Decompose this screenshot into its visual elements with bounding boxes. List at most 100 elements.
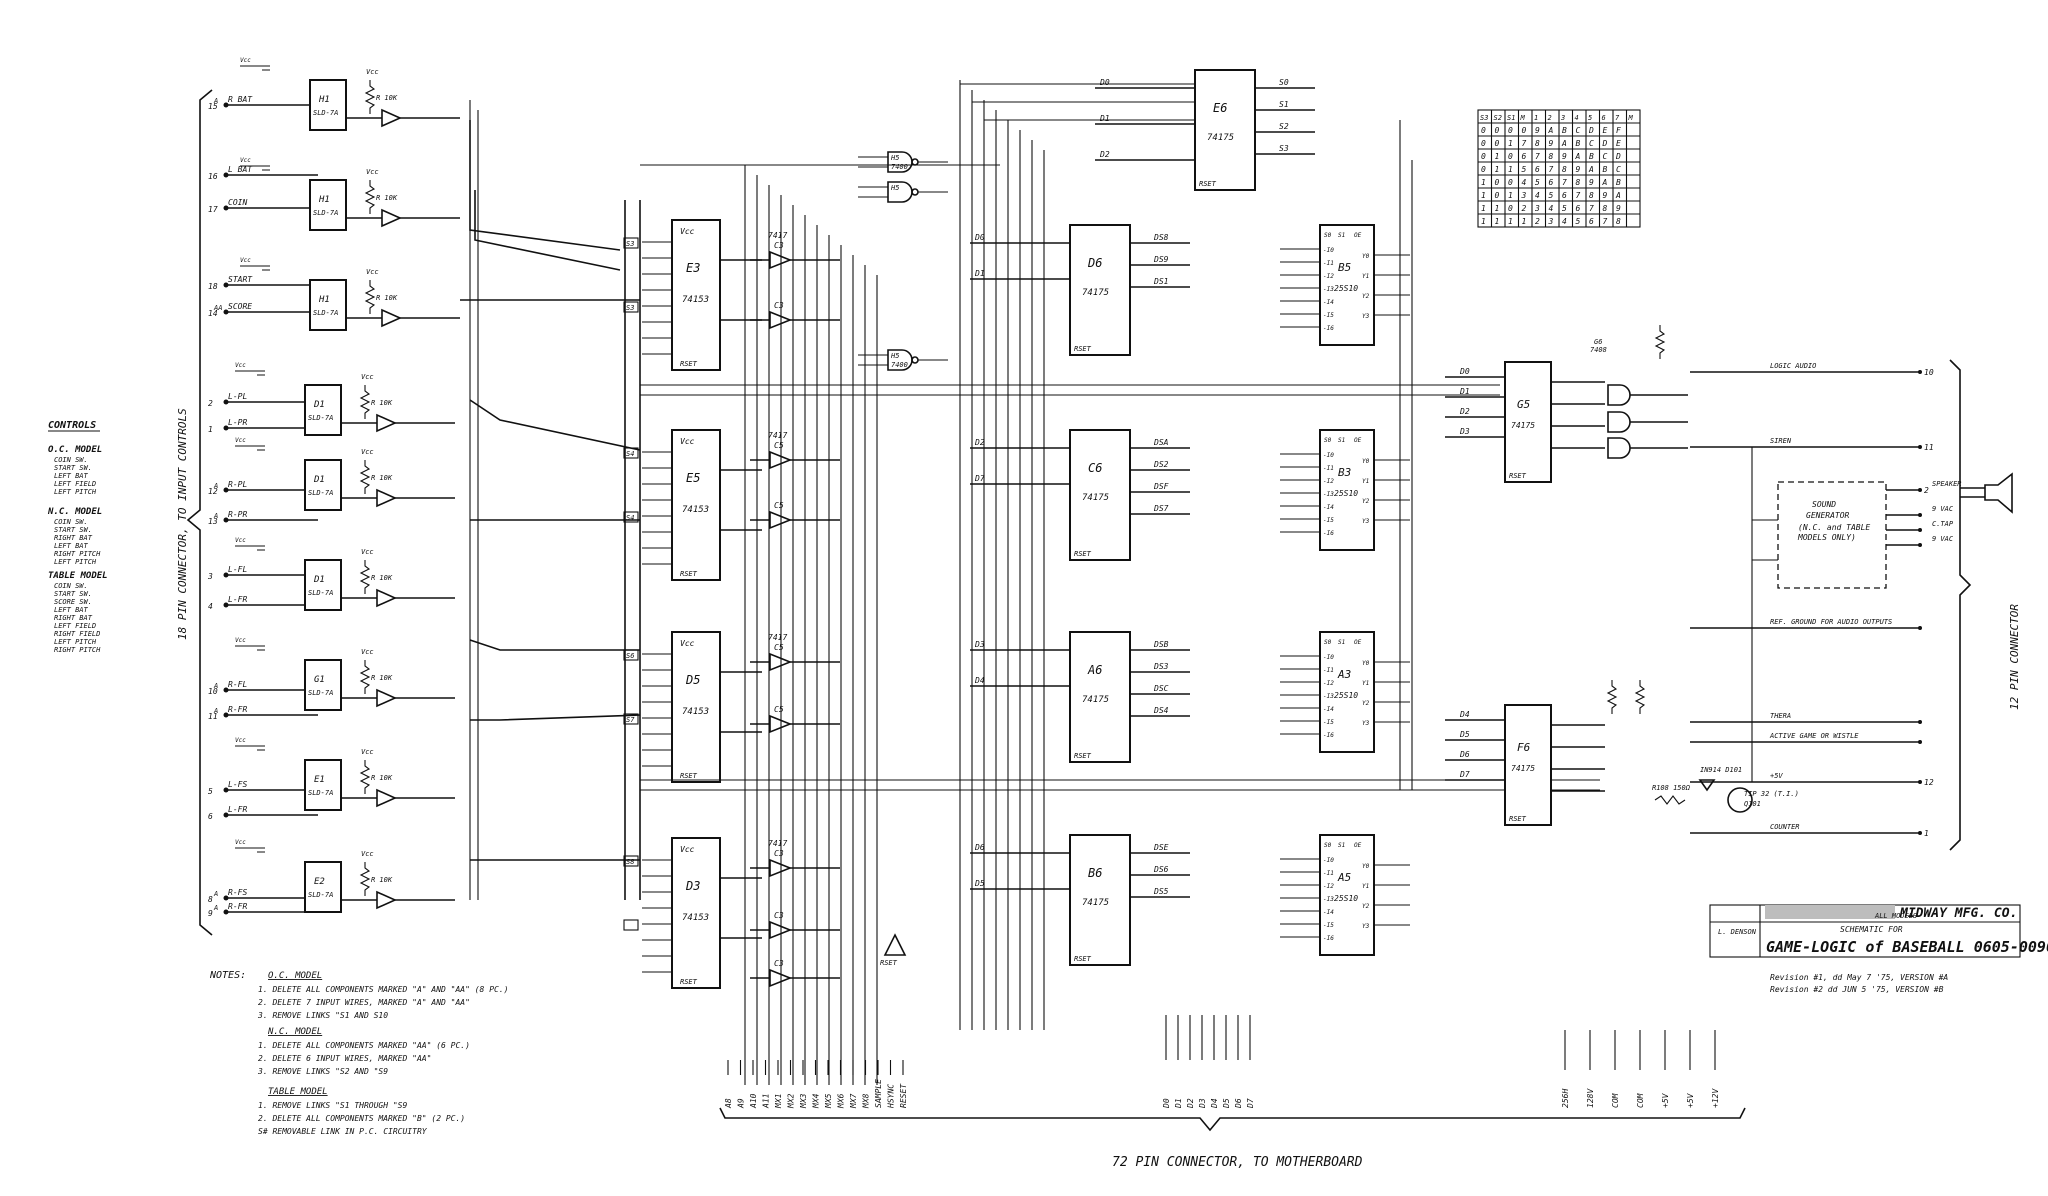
bottom-connector-label: 72 PIN CONNECTOR, TO MOTHERBOARD xyxy=(1112,1155,1363,1170)
rc-network xyxy=(240,165,270,171)
adder-input-label: -I3 xyxy=(1323,286,1334,293)
vcc-label: Vcc xyxy=(366,68,379,76)
sound-latch-part: 74175 xyxy=(1511,764,1535,773)
adder-output-label: Y2 xyxy=(1362,903,1370,910)
bottom-pin-label: D0 xyxy=(1162,1098,1171,1109)
debounce-part: SLD-7A xyxy=(308,414,333,422)
sound-latch-input-label: D2 xyxy=(1459,407,1470,416)
debounce-chip xyxy=(309,179,347,231)
notes-heading: NOTES: xyxy=(209,970,246,981)
control-item: LEFT FIELD xyxy=(54,480,96,488)
control-item: RIGHT BAT xyxy=(54,614,93,622)
adder-chip-part: 25S10 xyxy=(1334,894,1358,903)
input-signal-name: R-FL xyxy=(228,680,247,689)
truth-cell: 9 xyxy=(1603,191,1608,200)
truth-cell: 0 xyxy=(1522,126,1527,135)
latch-chip-part: 74175 xyxy=(1207,133,1234,143)
buffer-triangle xyxy=(769,920,793,940)
truth-header-cell: 7 xyxy=(1615,114,1620,122)
adder-input-label: -I1 xyxy=(1323,260,1334,267)
adder-input-label: -I4 xyxy=(1323,504,1334,511)
latch-chip-part: 74175 xyxy=(1082,493,1109,503)
input-pin-number: 11 xyxy=(208,712,218,721)
left-connector-label: 18 PIN CONNECTOR, TO INPUT CONTROLS xyxy=(176,408,189,640)
adder-input-label: -I3 xyxy=(1323,693,1334,700)
base-resistor xyxy=(1654,795,1686,805)
output-gate-part: 7408 xyxy=(1590,346,1607,354)
truth-header-cell: 6 xyxy=(1602,114,1606,122)
buffer-part: 7417 xyxy=(768,839,787,848)
input-pin-letter: A xyxy=(213,890,218,898)
buffer-part: 7417 xyxy=(768,231,787,240)
input-signal-name: L-FR xyxy=(228,595,247,604)
output-pin-dot xyxy=(1918,626,1922,630)
latch-output-label: S3 xyxy=(1279,144,1289,153)
input-signal-name: R BAT xyxy=(228,95,253,104)
truth-header-cell: M xyxy=(1628,114,1634,122)
control-item: START SW. xyxy=(54,464,92,472)
output-pin-dot xyxy=(1918,370,1922,374)
mux-label-a: Vcc xyxy=(680,639,695,648)
vcc-label-small: Vcc xyxy=(240,257,251,264)
output-pin-dot xyxy=(1918,831,1922,835)
adder-input-label: -I0 xyxy=(1323,654,1334,661)
vcc-label-small: Vcc xyxy=(235,637,246,644)
truth-cell: A xyxy=(1615,191,1621,200)
pin-dot xyxy=(223,102,229,108)
adder-output-label: Y3 xyxy=(1362,313,1370,320)
adder-chip-part: 25S10 xyxy=(1334,691,1358,700)
bottom-pin-label: D2 xyxy=(1186,1098,1195,1109)
mux-strobe: RSET xyxy=(680,570,698,578)
reset-buffer xyxy=(883,933,907,956)
adder-pin-oe: OE xyxy=(1354,639,1362,646)
vcc-label: Vcc xyxy=(361,448,374,456)
input-pin-letter: A xyxy=(213,682,218,690)
note-line: 2. DELETE 6 INPUT WIRES, MARKED "AA" xyxy=(258,1054,431,1063)
truth-cell: 3 xyxy=(1534,204,1540,213)
output-signal-label: C.TAP xyxy=(1932,520,1954,528)
latch-reset: RSET xyxy=(1074,752,1092,760)
latch-chip-name: B6 xyxy=(1088,866,1102,880)
input-signal-name: L-PL xyxy=(228,392,247,401)
truth-cell: 0 xyxy=(1495,139,1500,148)
output-pin-dot xyxy=(1918,488,1922,492)
input-signal-name: L-FR xyxy=(228,805,247,814)
truth-header-cell: M xyxy=(1520,114,1526,122)
input-signal-name: R-FR xyxy=(228,705,247,714)
adder-chip xyxy=(1319,429,1375,551)
pullup-resistor xyxy=(364,180,376,214)
buffer-triangle xyxy=(769,250,793,270)
truth-cell: 0 xyxy=(1495,126,1500,135)
debounce-part: SLD-7A xyxy=(308,891,333,899)
adder-output-label: Y1 xyxy=(1362,478,1369,485)
adder-input-label: -I0 xyxy=(1323,857,1334,864)
input-pin-letter: AA xyxy=(213,304,222,312)
adder-output-label: Y0 xyxy=(1362,660,1370,667)
buffer-name: C5 xyxy=(774,643,784,652)
bottom-pin-label: RESET xyxy=(899,1083,908,1108)
adder-pin-oe: OE xyxy=(1354,842,1362,849)
sound-latch-input-label: D5 xyxy=(1459,730,1470,739)
latch-output-label: DS5 xyxy=(1153,887,1169,896)
pullup-resistor xyxy=(359,560,371,594)
note-line: 3. REMOVE LINKS "S1 AND S10 xyxy=(257,1011,388,1020)
latch-output-label: DS4 xyxy=(1153,706,1169,715)
truth-cell: E xyxy=(1603,126,1608,135)
latch-input-label: D3 xyxy=(974,640,985,649)
bottom-pin-label: COM xyxy=(1611,1092,1620,1108)
bottom-pin-label: MX5 xyxy=(824,1093,833,1109)
input-signal-name: COIN xyxy=(228,198,247,207)
resistor-label: R 10K xyxy=(376,194,398,202)
latch-reset: RSET xyxy=(1074,345,1092,353)
latch-output-label: S0 xyxy=(1279,78,1289,87)
truth-header-cell: 4 xyxy=(1575,114,1579,122)
latch-output-label: DSC xyxy=(1153,684,1169,693)
sound-latch-chip xyxy=(1504,704,1552,826)
latch-output-label: DS1 xyxy=(1153,277,1168,286)
note-line: 2. DELETE 7 INPUT WIRES, MARKED "A" AND … xyxy=(258,998,470,1007)
truth-cell: 0 xyxy=(1495,191,1500,200)
output-pin-dot xyxy=(1918,528,1922,532)
